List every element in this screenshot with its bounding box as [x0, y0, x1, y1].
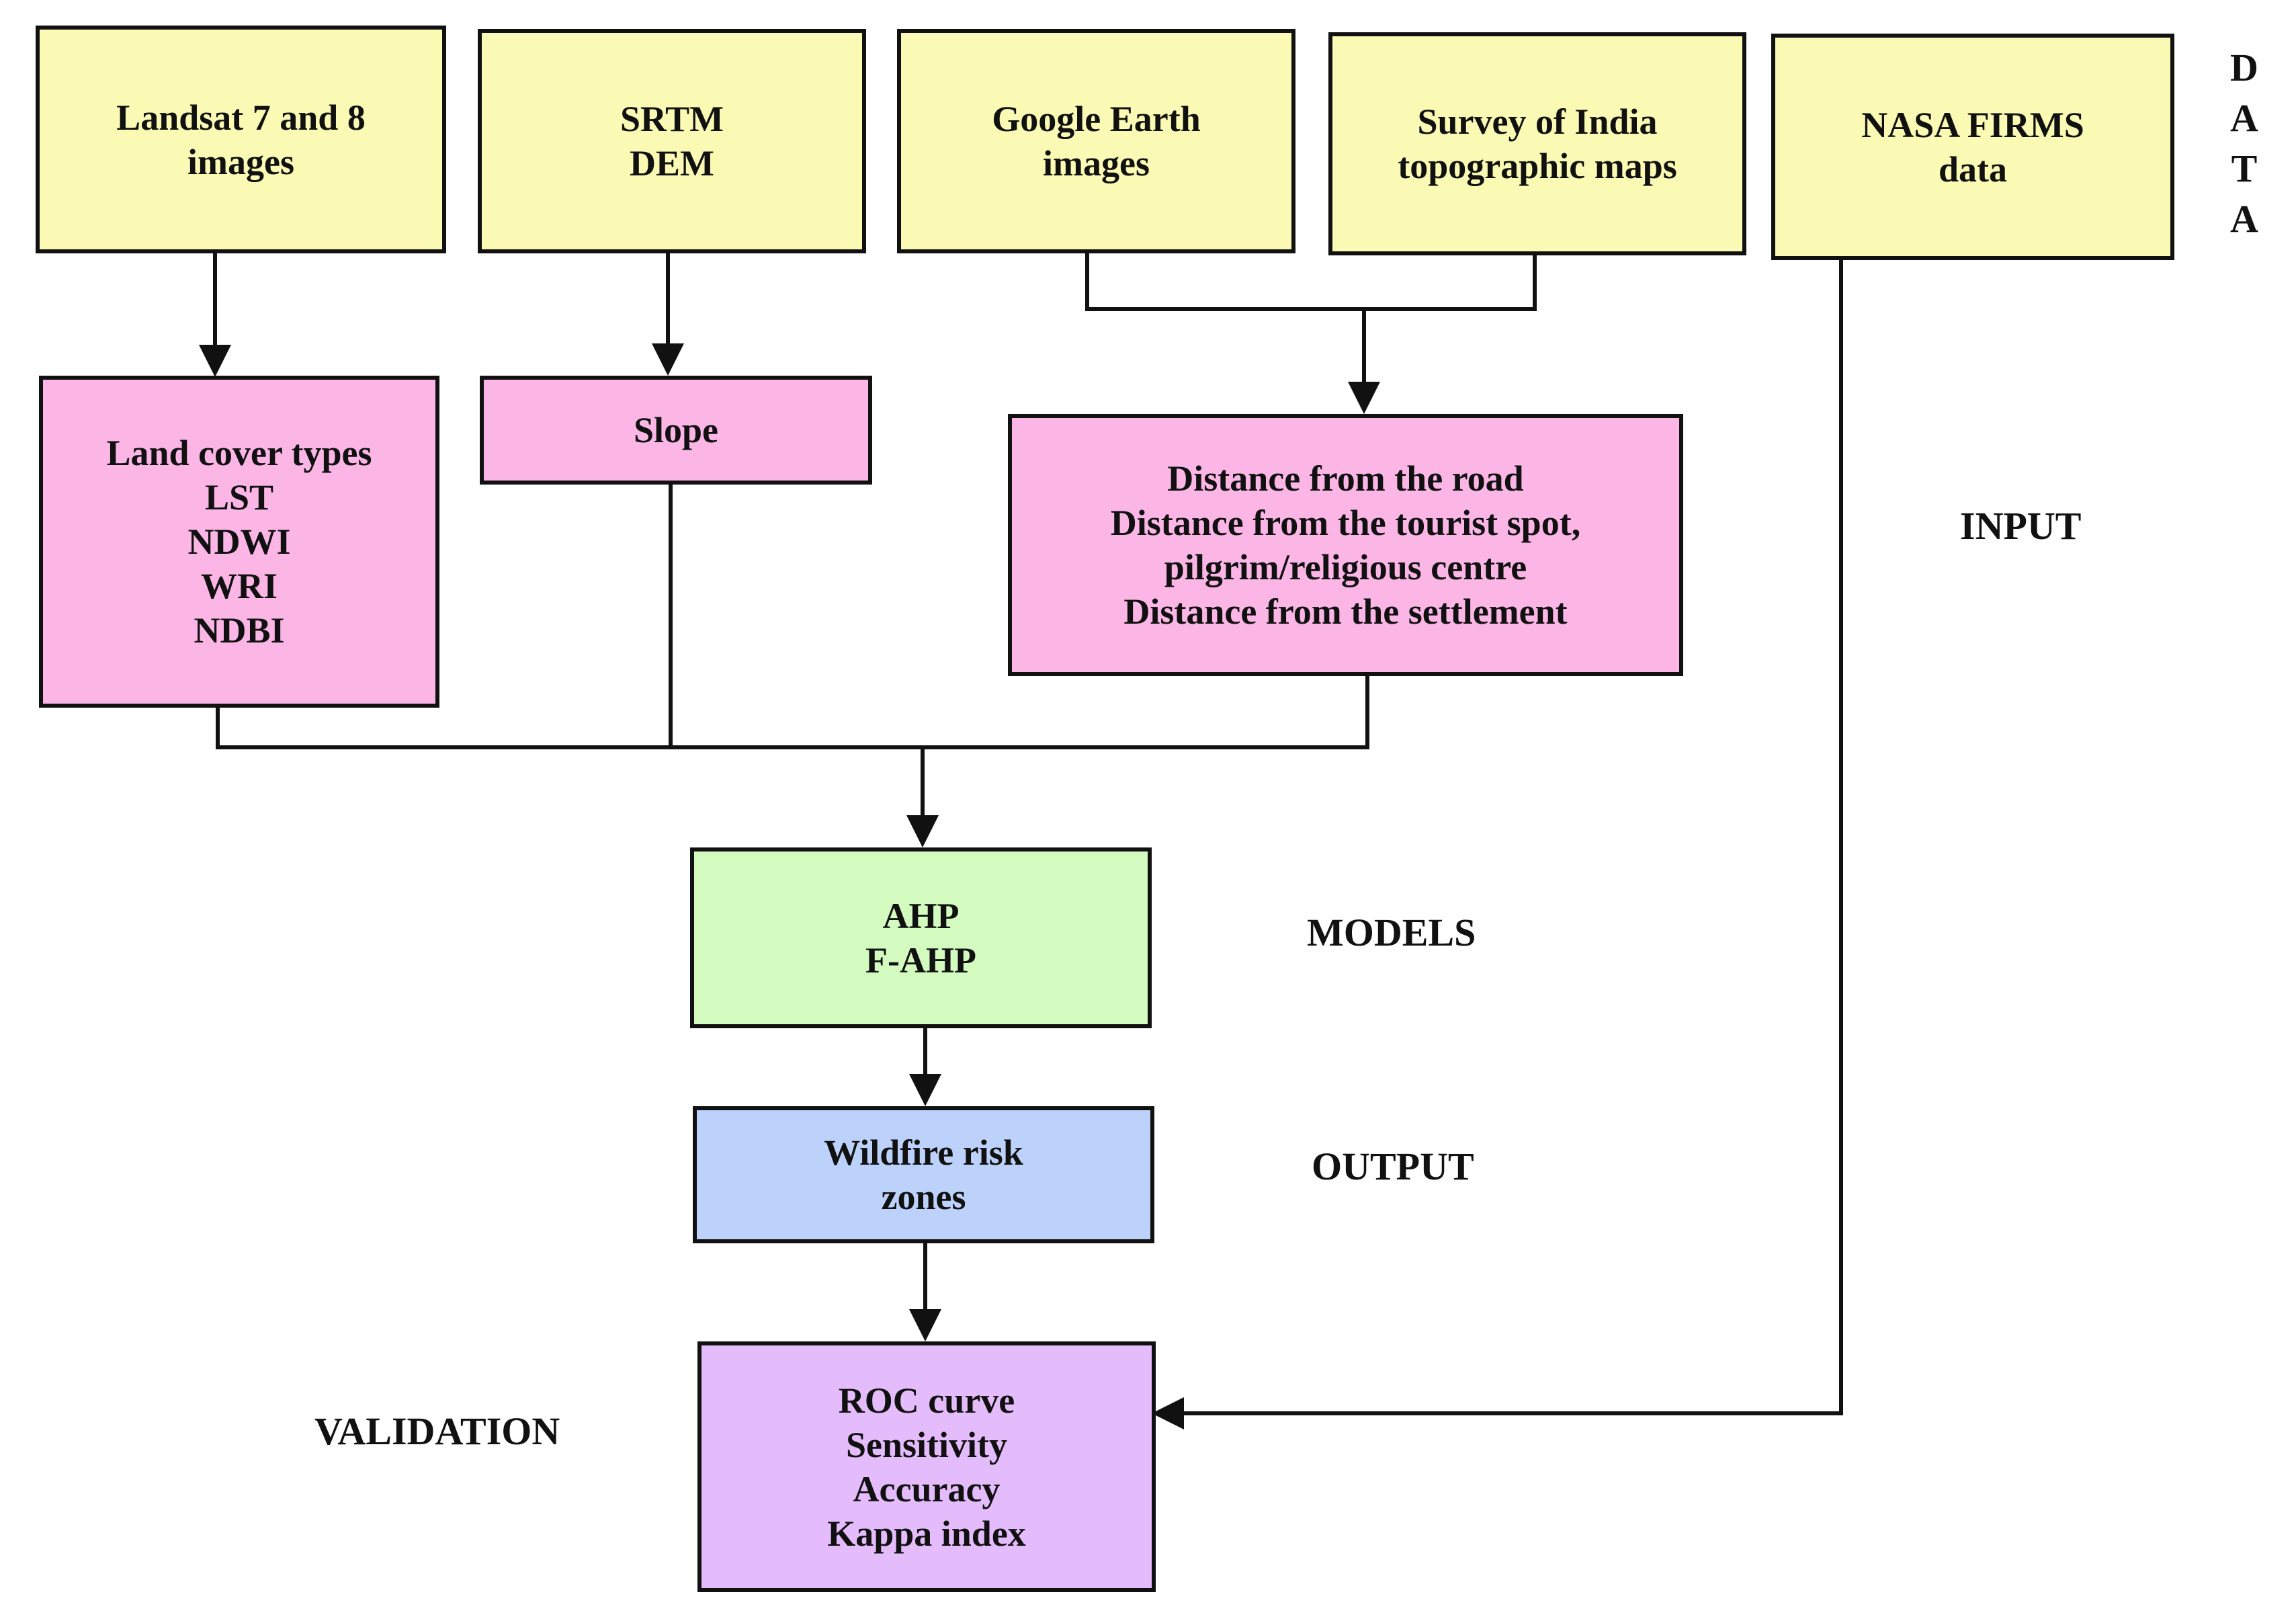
data-stage-letter-d: D [2230, 46, 2258, 89]
ahp-models-box: AHP F-AHP [690, 847, 1152, 1028]
slope-label: Slope [633, 410, 719, 450]
survey-of-india-box: Survey of India topographic maps [1328, 32, 1746, 255]
validation-metrics-box: ROC curve Sensitivity Accuracy Kappa ind… [697, 1341, 1156, 1592]
data-stage-letter-t: T [2231, 147, 2258, 190]
srtm-dem-box: SRTM DEM [478, 29, 866, 253]
output-stage-label: OUTPUT [1312, 1145, 1474, 1188]
connector-inputs-merge [216, 676, 1369, 749]
arrow-firms-to-validation [1152, 260, 1843, 1429]
wildfire-risk-zones-box: Wildfire risk zones [693, 1106, 1154, 1243]
slope-box: Slope [480, 376, 872, 485]
validation-metrics-label: ROC curve Sensitivity Accuracy Kappa ind… [827, 1380, 1026, 1554]
landsat-images-label: Landsat 7 and 8 images [116, 97, 366, 182]
landsat-images-box: Landsat 7 and 8 images [36, 26, 446, 253]
ahp-models-label: AHP F-AHP [865, 895, 976, 981]
srtm-dem-label: SRTM DEM [620, 99, 724, 183]
land-cover-indices-label: Land cover types LST NDWI WRI NDBI [106, 433, 372, 651]
connector-google-survey-join [1085, 253, 1537, 311]
google-earth-label: Google Earth images [992, 99, 1201, 183]
nasa-firms-label: NASA FIRMS data [1861, 104, 2084, 190]
wildfire-risk-zones-label: Wildfire risk zones [824, 1132, 1023, 1217]
distance-factors-box: Distance from the road Distance from the… [1008, 414, 1683, 676]
land-cover-indices-box: Land cover types LST NDWI WRI NDBI [39, 376, 439, 708]
distance-factors-label: Distance from the road Distance from the… [1110, 458, 1581, 632]
google-earth-box: Google Earth images [897, 29, 1295, 253]
nasa-firms-box: NASA FIRMS data [1771, 34, 2174, 260]
models-stage-label: MODELS [1307, 911, 1476, 954]
input-stage-label: INPUT [1960, 504, 2082, 548]
survey-of-india-label: Survey of India topographic maps [1398, 101, 1677, 186]
validation-stage-label: VALIDATION [314, 1409, 560, 1453]
data-stage-letter-a2: A [2230, 197, 2258, 241]
data-stage-letter-a1: A [2230, 96, 2258, 140]
